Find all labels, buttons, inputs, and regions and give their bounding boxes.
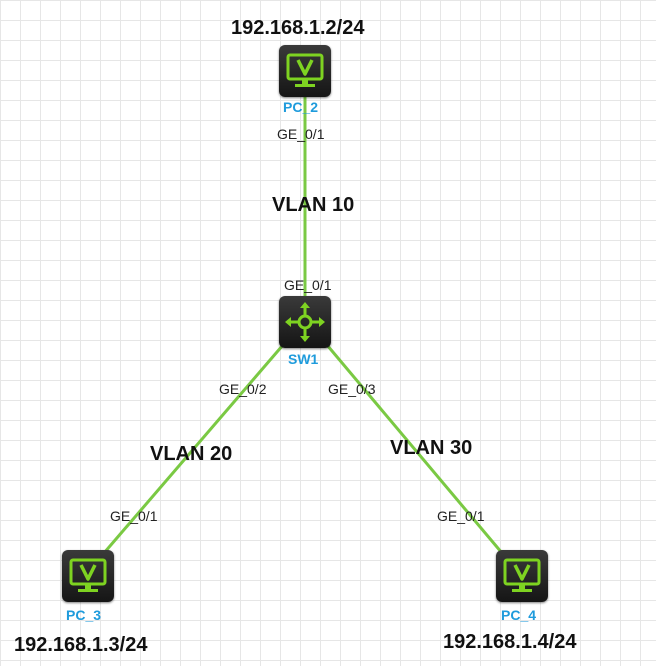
- pc3-device[interactable]: [62, 550, 114, 602]
- pc3-name-label: PC_3: [66, 607, 102, 623]
- pc2-ip-label: 192.168.1.2/24: [231, 17, 365, 39]
- vlan-20-label: VLAN 20: [150, 443, 233, 465]
- pc3-port-label: GE_0/1: [110, 508, 158, 524]
- link-pc3-sw1[interactable]: [102, 344, 285, 554]
- switch-icon: [285, 302, 325, 342]
- monitor-icon: [503, 558, 541, 592]
- pc2-device[interactable]: [279, 45, 331, 97]
- sw1-port-label-2: GE_0/2: [219, 381, 267, 397]
- vlan-30-label: VLAN 30: [390, 437, 473, 459]
- pc4-port-label: GE_0/1: [437, 508, 485, 524]
- monitor-icon: [69, 558, 107, 592]
- pc4-device[interactable]: [496, 550, 548, 602]
- vlan-10-label: VLAN 10: [272, 194, 355, 216]
- pc3-ip-label: 192.168.1.3/24: [14, 634, 148, 656]
- pc2-name-label: PC_2: [283, 99, 319, 115]
- pc2-port-label: GE_0/1: [277, 126, 325, 142]
- pc4-ip-label: 192.168.1.4/24: [443, 631, 577, 653]
- sw1-port-label-1: GE_0/1: [284, 277, 332, 293]
- monitor-icon: [286, 53, 324, 87]
- sw1-name-label: SW1: [288, 351, 319, 367]
- sw1-device[interactable]: [279, 296, 331, 348]
- link-pc4-sw1[interactable]: [325, 344, 504, 554]
- sw1-port-label-3: GE_0/3: [328, 381, 376, 397]
- pc4-name-label: PC_4: [501, 607, 537, 623]
